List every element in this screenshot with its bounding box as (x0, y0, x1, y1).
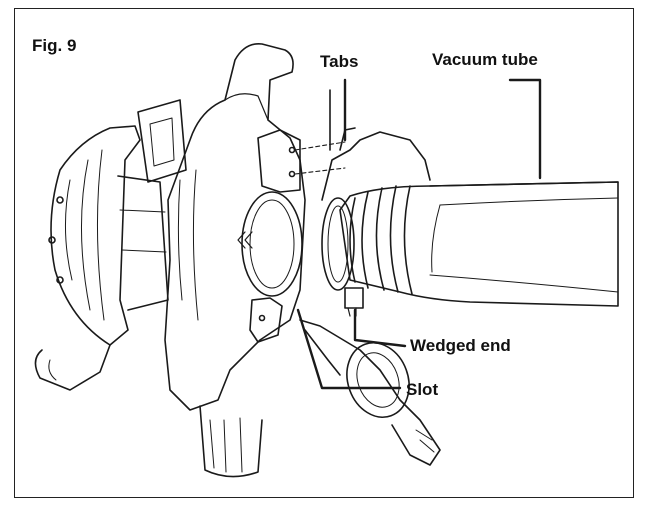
wedged-end-leader (353, 308, 407, 348)
tube-coupling (321, 127, 431, 317)
handle (34, 344, 111, 391)
battery (137, 99, 187, 183)
intake-cover (48, 125, 169, 346)
leader-lines (296, 78, 542, 390)
outlet (199, 405, 263, 478)
callout-vacuum-tube: Vacuum tube (432, 50, 538, 69)
slot-leader (296, 308, 402, 390)
callout-slot: Slot (406, 380, 439, 399)
callout-wedged-end: Wedged end (410, 336, 511, 355)
vacuum-tube-leader (508, 78, 542, 180)
figure-label: Fig. 9 (32, 36, 77, 55)
vacuum-tube (339, 181, 619, 307)
blower-housing (164, 43, 346, 411)
callout-tabs: Tabs (320, 52, 359, 71)
figure-frame (14, 8, 634, 498)
